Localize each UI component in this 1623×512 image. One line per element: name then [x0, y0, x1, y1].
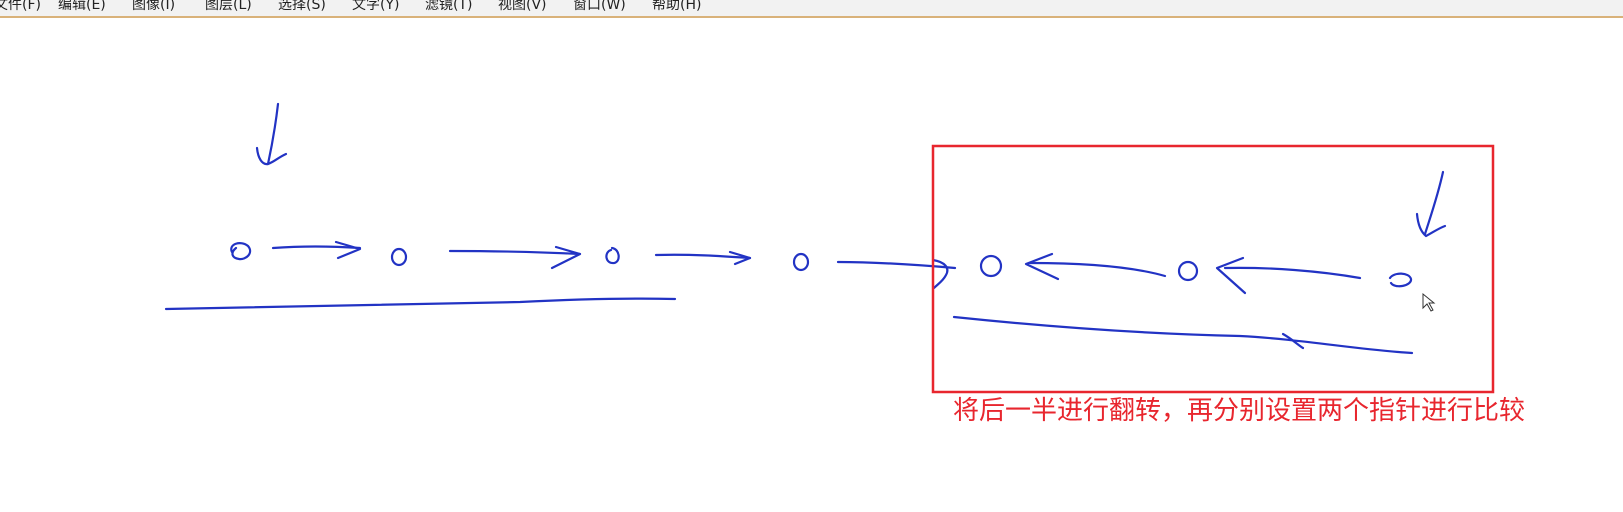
arrowhead-4-5 — [931, 258, 949, 290]
node-3 — [605, 246, 620, 265]
arrowhead-1-2 — [334, 240, 362, 260]
node-6 — [1177, 260, 1199, 282]
menu-type[interactable]: 文字(Y) — [352, 0, 400, 13]
menu-help[interactable]: 帮助(H) — [652, 0, 702, 13]
node-5 — [979, 254, 1003, 278]
pointer-arrowhead-right — [1415, 212, 1447, 238]
underline-second-half — [952, 315, 1414, 355]
pointer-arrowhead-left — [255, 146, 288, 166]
menu-window[interactable]: 窗口(W) — [573, 0, 626, 13]
node-4 — [792, 252, 810, 272]
annotation-caption: 将后一半进行翻转，再分别设置两个指针进行比较 — [953, 396, 1526, 426]
arrowhead-3-4 — [728, 250, 752, 266]
arrowhead-6-5 — [1024, 252, 1060, 281]
drawing-canvas[interactable]: 将后一半进行翻转，再分别设置两个指针进行比较 — [0, 18, 1623, 512]
node-1 — [230, 242, 252, 261]
menu-filter[interactable]: 滤镜(T) — [425, 0, 473, 13]
arrow-1-2 — [271, 245, 362, 250]
menu-edit[interactable]: 编辑(E) — [58, 0, 106, 13]
arrow-7-6 — [1223, 266, 1362, 280]
menu-select[interactable]: 选择(S) — [278, 0, 326, 13]
arrow-2-3 — [448, 249, 582, 256]
underline-first-half — [164, 297, 677, 311]
arrow-4-5 — [836, 260, 957, 270]
arrowhead-7-6 — [1215, 256, 1247, 295]
node-2 — [390, 247, 408, 267]
pointer-arrow-left — [266, 102, 280, 166]
cursor-icon — [1422, 292, 1436, 312]
menu-image[interactable]: 图像(I) — [132, 0, 176, 13]
pointer-arrow-right — [1423, 170, 1445, 236]
sketch-drawing — [164, 102, 1495, 394]
arrowhead-2-3 — [550, 245, 582, 270]
underline-second-half-tick — [1281, 332, 1305, 350]
highlight-box — [931, 144, 1495, 394]
arrow-6-5 — [1028, 261, 1167, 278]
menu-layer[interactable]: 图层(L) — [205, 0, 252, 13]
menu-bar: 文件(F) 编辑(E) 图像(I) 图层(L) 选择(S) 文字(Y) 滤镜(T… — [0, 0, 1623, 18]
arrow-3-4 — [654, 253, 752, 260]
menu-file[interactable]: 文件(F) — [0, 0, 41, 13]
node-7 — [1388, 272, 1413, 288]
menu-view[interactable]: 视图(V) — [498, 0, 547, 13]
